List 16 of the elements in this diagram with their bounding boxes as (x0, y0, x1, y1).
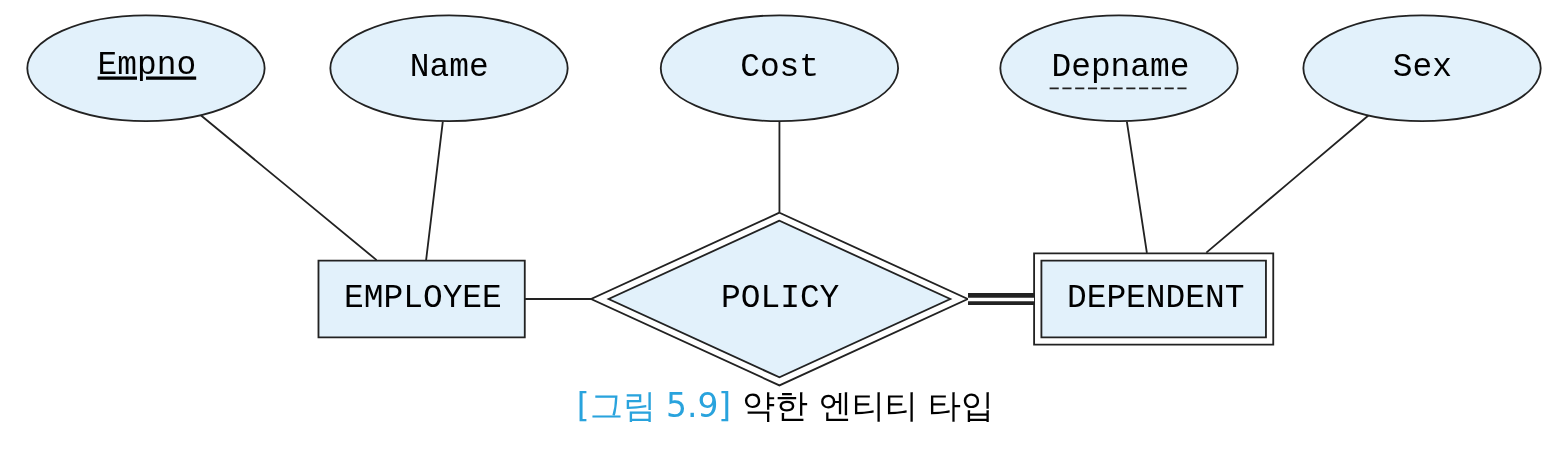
connector (524, 298, 593, 300)
connector (778, 120, 781, 213)
node-ellipse: Name (329, 14, 569, 123)
connector (1125, 120, 1148, 254)
node-diamond: POLICY (588, 211, 970, 387)
caption: [그림 5.9] 약한 엔티티 타입 (576, 386, 995, 426)
node-ellipse: Cost (659, 14, 899, 123)
connector (425, 120, 444, 261)
connector (968, 293, 1034, 305)
node-box: DEPENDENT (1033, 252, 1275, 346)
node-ellipse: Depname (999, 14, 1239, 123)
connector (200, 114, 378, 262)
node-ellipse: Sex (1302, 14, 1542, 123)
node-ellipse: Empno (26, 14, 266, 123)
connector (1205, 114, 1370, 254)
node-box: EMPLOYEE (317, 259, 526, 339)
